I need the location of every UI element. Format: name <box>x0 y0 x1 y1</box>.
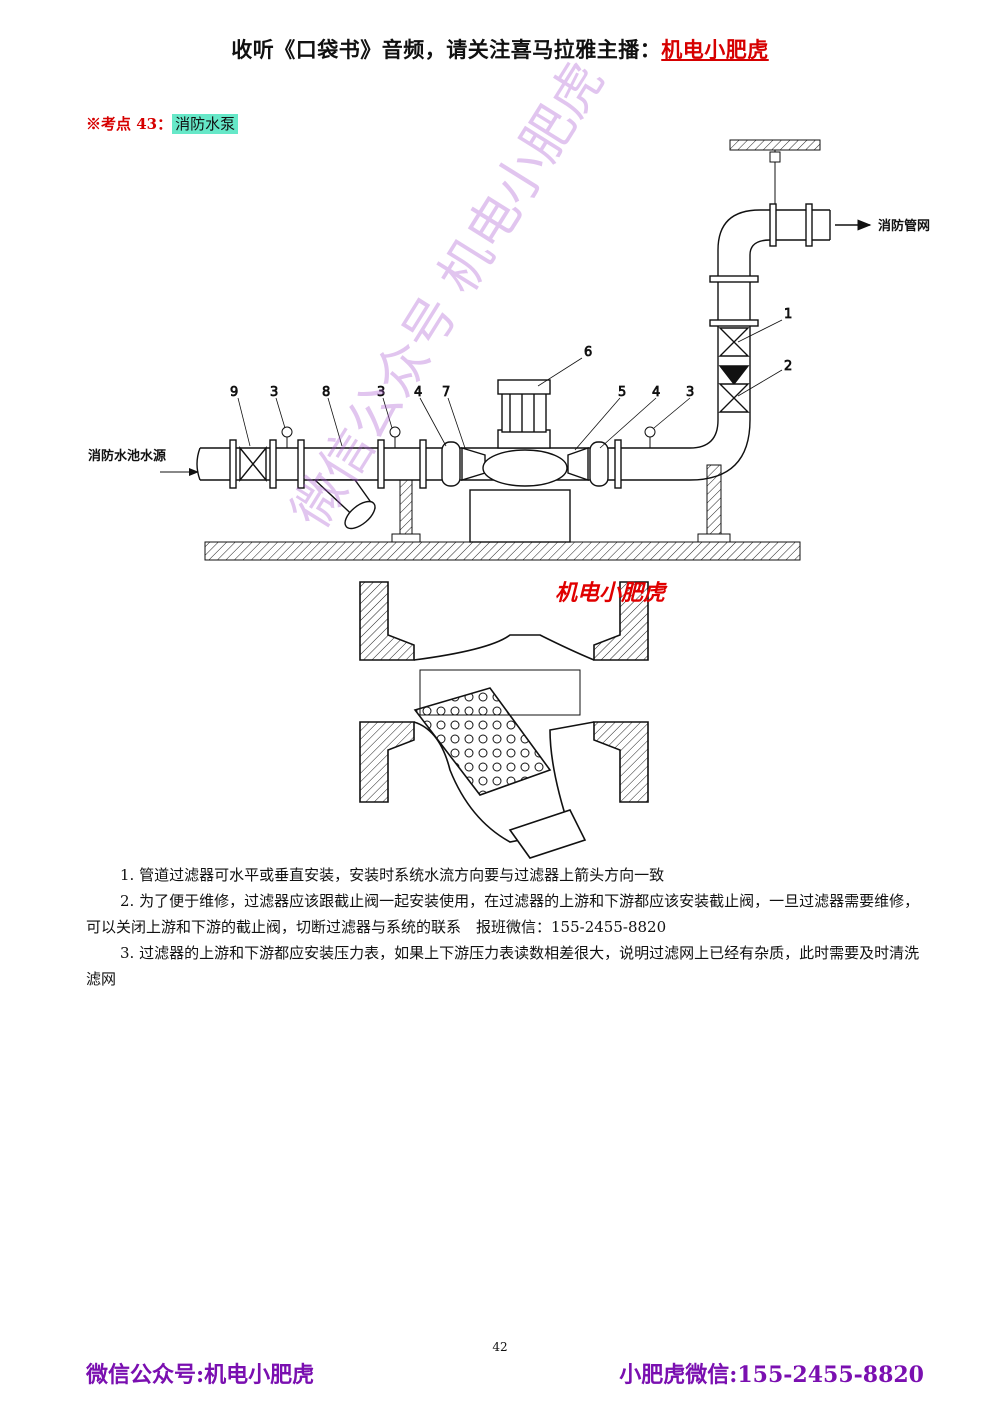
outlet-label: 消防管网 <box>878 218 930 234</box>
pipe-supports <box>391 464 731 543</box>
part-labels: 9 3 8 3 4 7 6 5 4 3 1 2 <box>230 307 793 451</box>
label-1: 1 <box>784 307 792 322</box>
main-pipe <box>196 439 690 489</box>
page-header: 收听《口袋书》音频，请关注喜马拉雅主播：机电小肥虎 <box>0 34 1000 64</box>
ceiling-hanger <box>729 139 821 210</box>
flow-labels: 消防水池水源 消防管网 <box>88 218 930 476</box>
label-2: 2 <box>784 359 792 374</box>
pump-installation-diagram: 9 3 8 3 4 7 6 5 4 3 1 2 消防水池水源 消防管网 <box>88 139 930 859</box>
page-number: 42 <box>492 1340 508 1354</box>
label-6: 6 <box>584 345 592 360</box>
header-prefix: 收听《口袋书》音频，请关注喜马拉雅主播： <box>231 37 662 62</box>
riser-pipe <box>689 209 872 481</box>
notes-section: 1. 管道过滤器可水平或垂直安装，安装时系统水流方向要与过滤器上箭头方向一致 2… <box>86 862 926 992</box>
y-strainer-small <box>313 479 376 530</box>
kaodian-heading: ※考点 43：消防水泵 <box>86 113 239 134</box>
floor <box>204 541 801 561</box>
label-7: 7 <box>442 385 450 400</box>
label-4a: 4 <box>414 385 422 400</box>
note-2: 2. 为了便于维修，过滤器应该跟截止阀一起安装使用，在过滤器的上游和下游都应该安… <box>86 892 920 936</box>
note-1: 1. 管道过滤器可水平或垂直安装，安装时系统水流方向要与过滤器上箭头方向一致 <box>120 866 665 884</box>
source-label: 消防水池水源 <box>88 448 166 464</box>
label-3c: 3 <box>686 385 694 400</box>
footer-wechat-contact: 小肥虎微信:155-2455-8820 <box>619 1362 924 1388</box>
note-3: 3. 过滤器的上游和下游都应安装压力表，如果上下游压力表读数相差很大，说明过滤网… <box>86 944 920 988</box>
label-5: 5 <box>618 385 626 400</box>
kaodian-label: ※考点 43： <box>86 115 173 133</box>
label-3b: 3 <box>377 385 385 400</box>
label-8: 8 <box>322 385 330 400</box>
header-host-link[interactable]: 机电小肥虎 <box>661 37 769 62</box>
label-3a: 3 <box>270 385 278 400</box>
label-9: 9 <box>230 385 238 400</box>
pressure-gauges <box>281 426 656 448</box>
kaodian-topic: 消防水泵 <box>172 114 239 134</box>
fire-pump <box>469 379 571 543</box>
strainer-section <box>359 581 649 859</box>
label-4b: 4 <box>652 385 660 400</box>
footer-wechat-account: 微信公众号:机电小肥虎 <box>86 1362 315 1388</box>
riser-fittings <box>709 203 813 413</box>
